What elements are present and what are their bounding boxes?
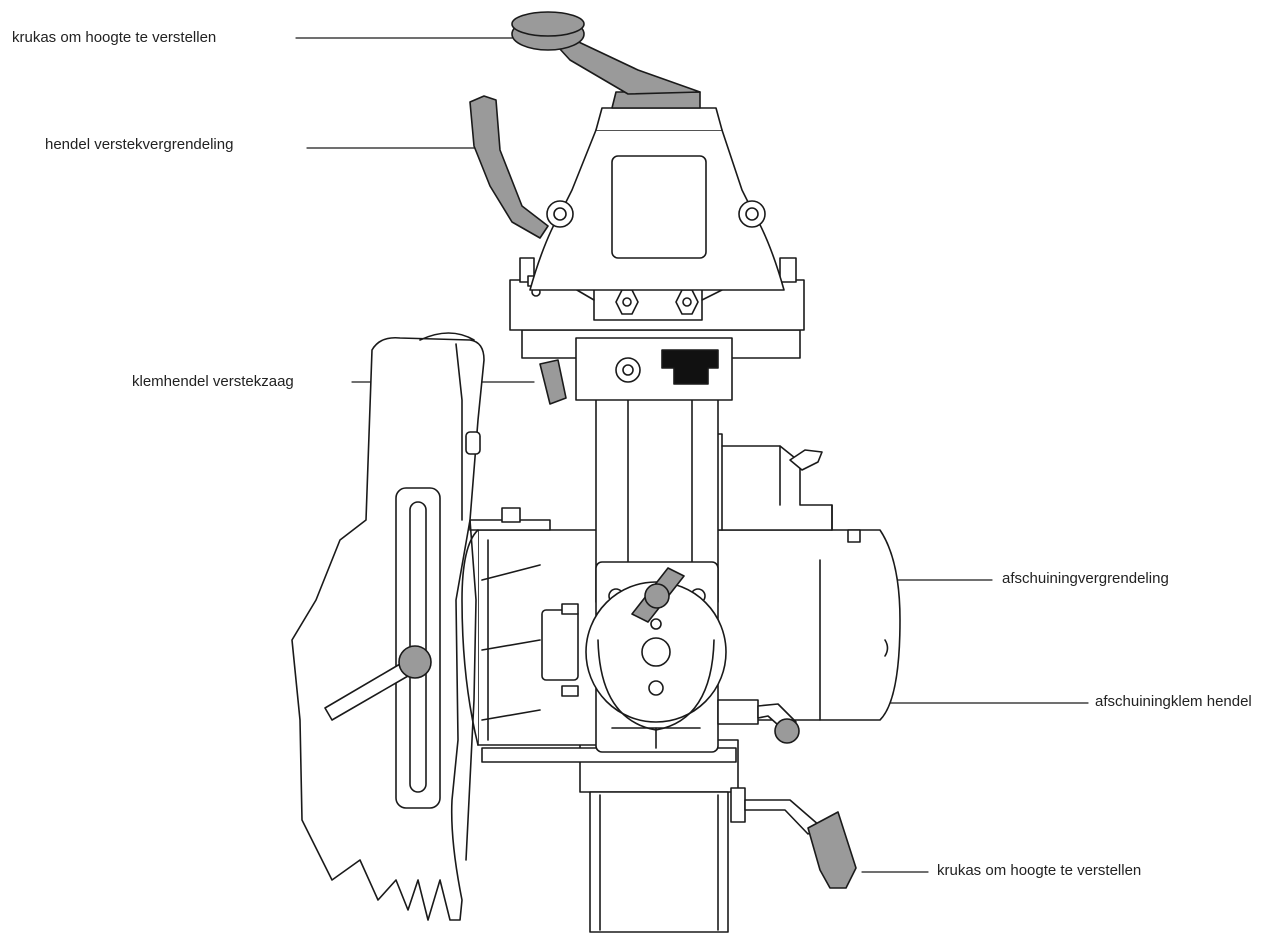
label-bevel-clamp: afschuiningklem hendel <box>1095 693 1252 710</box>
turret-head <box>529 91 785 291</box>
miter-lock-handle <box>469 95 549 239</box>
clamp-lever <box>539 359 567 405</box>
label-crank-bottom: krukas om hoogte te verstellen <box>937 862 1142 879</box>
bevel-plate <box>585 561 727 753</box>
carriage-dark-block <box>661 349 719 385</box>
label-bevel-lock: afschuiningvergrendeling <box>1002 570 1169 587</box>
bottom-crank-handle <box>730 787 857 889</box>
bevel-clamp-handle <box>717 699 800 744</box>
bottom-crank-knob <box>807 811 857 889</box>
carriage <box>521 329 801 405</box>
lower-column <box>579 739 739 933</box>
motor-housing <box>711 433 901 721</box>
label-miter-lock: hendel verstekvergrendeling <box>45 136 234 153</box>
label-clamp-lever: klemhendel verstekzaag <box>132 373 294 390</box>
blade-guard <box>291 332 485 921</box>
label-crank-top: krukas om hoogte te verstellen <box>12 29 217 46</box>
top-crank-handle <box>511 11 701 95</box>
